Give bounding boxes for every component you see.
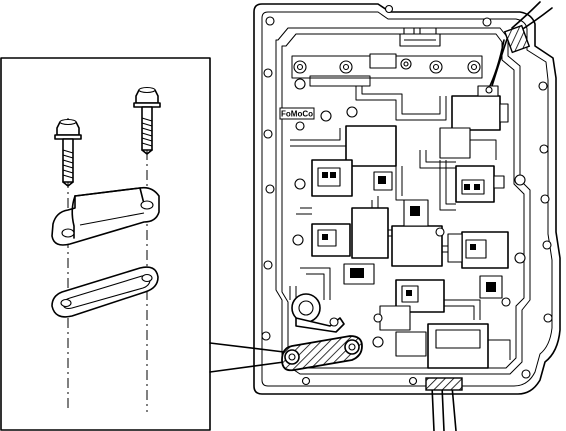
solenoid-middle-right [455, 165, 526, 203]
solenoid-upper-left [294, 125, 397, 197]
detail-callout-box [0, 57, 211, 431]
solenoid-center [379, 199, 445, 331]
brand-mark: FoMoCo [279, 107, 315, 120]
callout-leader-lines [209, 342, 285, 373]
fluid-passages [289, 86, 481, 320]
bolt-right [133, 86, 161, 155]
lower-right-block [395, 323, 511, 369]
wiring-bottom [425, 377, 463, 431]
solenoid-middle-left [292, 207, 389, 285]
bolt-left [54, 118, 82, 187]
hatched-cover-location [281, 335, 363, 372]
top-plug-row [291, 53, 483, 122]
solenoid-upper-right [439, 85, 509, 160]
top-connector [399, 27, 441, 47]
svg-text:FoMoCo: FoMoCo [281, 110, 313, 119]
cover-plate [51, 186, 160, 246]
solenoid-lower-right [447, 231, 526, 299]
manual-valve-lever [291, 293, 345, 333]
perimeter-bolt-holes [261, 4, 553, 386]
gasket [51, 266, 159, 318]
wiring-top-right [487, 1, 553, 109]
